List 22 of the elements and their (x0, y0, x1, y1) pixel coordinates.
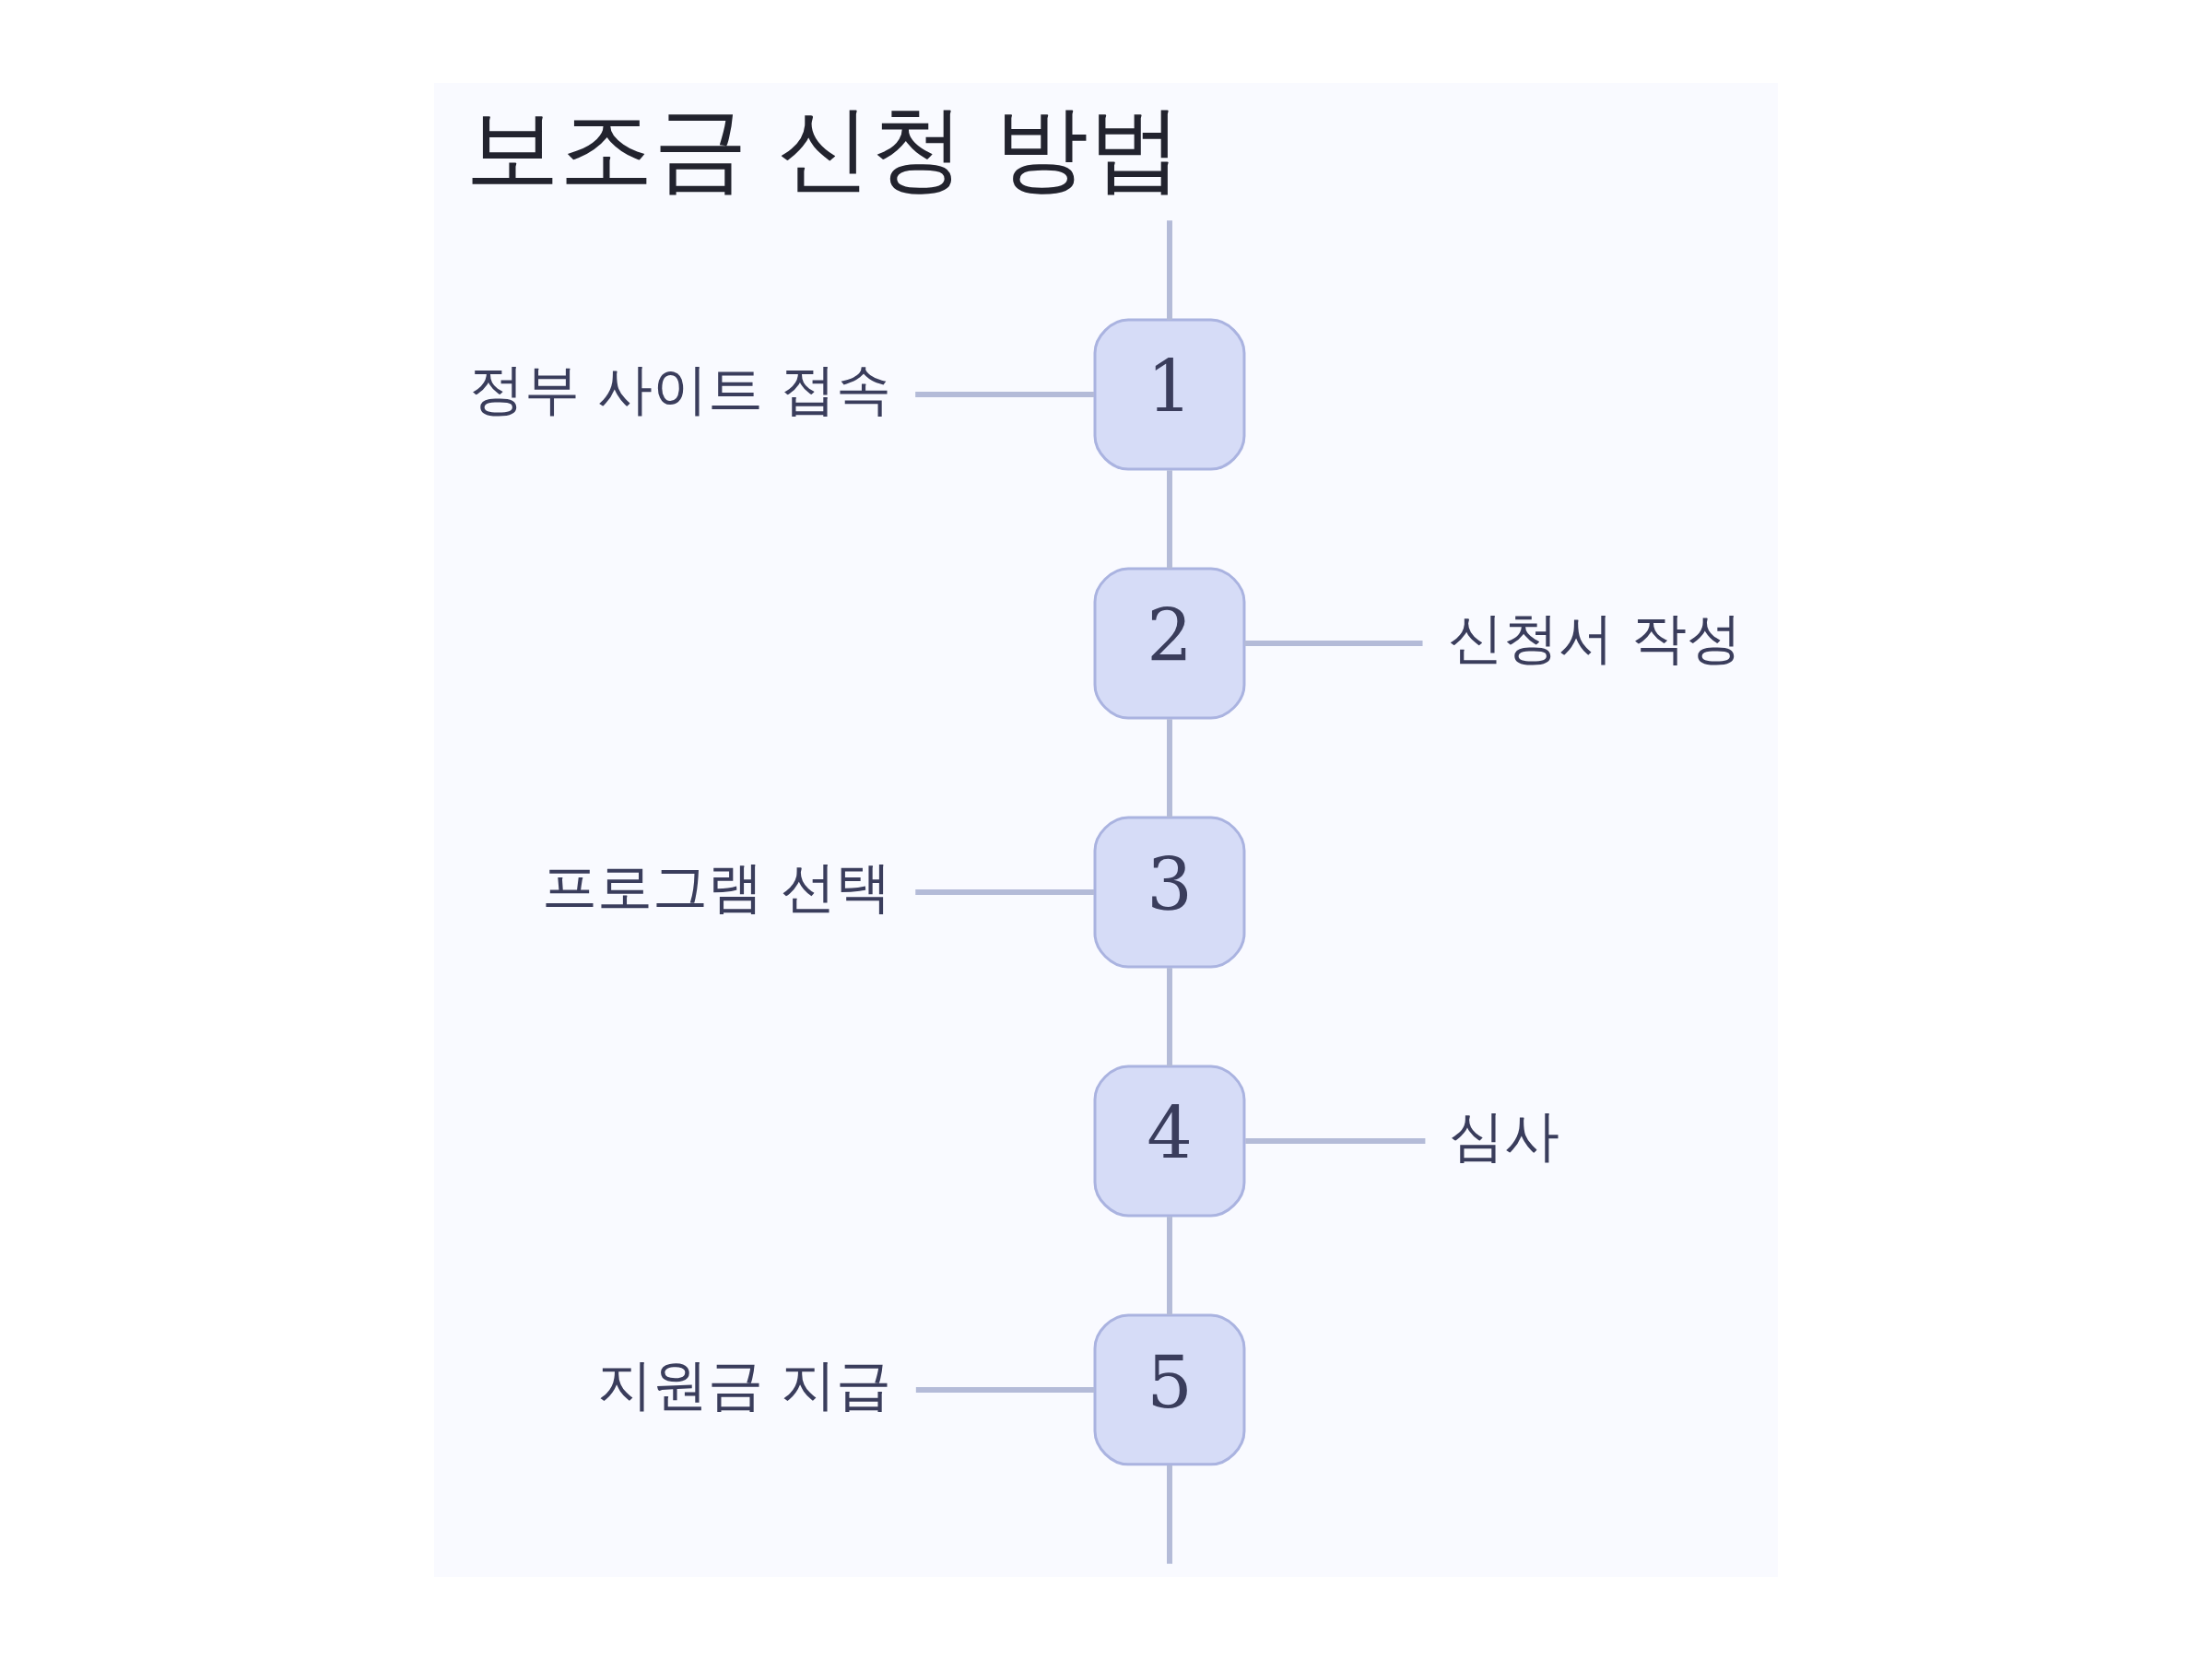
node-text: 신청서 작성 (1448, 605, 1743, 670)
connector (915, 391, 1095, 397)
node-box: 3 (1093, 816, 1246, 968)
connector (915, 1386, 1095, 1393)
node-box: 4 (1093, 1064, 1246, 1217)
connector (1167, 967, 1172, 1066)
node-box: 2 (1093, 567, 1246, 719)
node-text: 정부 사이트 접속 (469, 356, 892, 421)
connector (1167, 469, 1172, 569)
diagram-title: 보조금 신청 방법 (465, 92, 1183, 203)
connector (1167, 1465, 1172, 1564)
connector (1167, 718, 1172, 818)
connector (1244, 640, 1423, 646)
node-box: 1 (1093, 318, 1246, 471)
connector (1167, 219, 1172, 320)
node-box: 5 (1093, 1312, 1246, 1465)
node-text: 지원금 지급 (596, 1351, 891, 1417)
connector (1167, 1216, 1172, 1315)
connector (1245, 1137, 1426, 1144)
node-text: 프로그램 선택 (541, 853, 891, 919)
node-text: 심사 (1448, 1102, 1559, 1168)
connector (915, 888, 1095, 895)
